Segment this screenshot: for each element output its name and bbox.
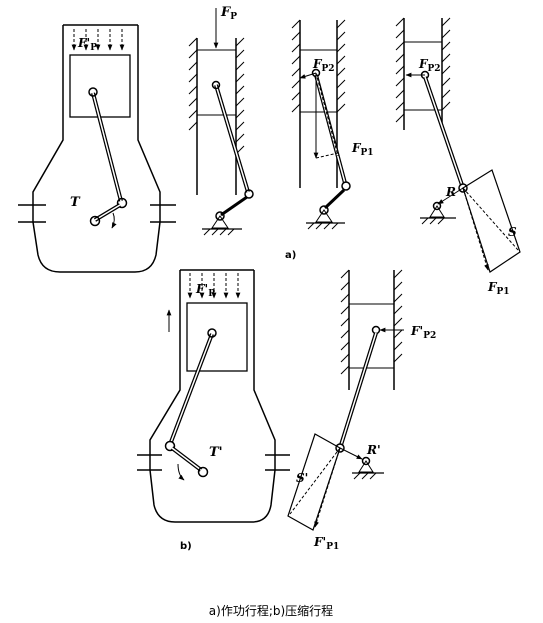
- b1-piston-force-label: F'P: [195, 282, 215, 299]
- mechanism-a2: [188, 8, 254, 236]
- engine-a-drawing: [18, 24, 176, 273]
- mechanism-a4: [395, 17, 521, 273]
- a4-force-p1-label: FP1: [487, 280, 510, 297]
- a1-piston-force-label: F'P: [77, 36, 97, 53]
- a4-r-label: R: [445, 185, 456, 199]
- a4-force-p2-label: FP2: [418, 57, 441, 74]
- part-b-label: b): [180, 541, 192, 552]
- a4-s-label: S: [508, 225, 517, 239]
- a3-force-p2-label: FP2: [312, 57, 335, 74]
- mechanism-a3: [291, 19, 351, 230]
- b2-s-label: S': [296, 471, 308, 485]
- figure-caption: a)作功行程;b)压缩行程: [209, 603, 333, 618]
- b2-force-p1-label: F'P1: [313, 535, 339, 552]
- b2-force-p2-label: F'P2: [410, 324, 436, 341]
- mechanism-b2: [287, 269, 404, 531]
- a3-force-p1-label: FP1: [351, 141, 374, 158]
- a2-force-label: FP: [220, 5, 237, 22]
- a1-torque-label: T: [70, 195, 81, 210]
- part-a-label: a): [285, 250, 296, 261]
- engine-b-drawing: [137, 269, 290, 523]
- b2-r-label: R': [366, 443, 381, 457]
- b1-torque-label: T': [209, 445, 223, 460]
